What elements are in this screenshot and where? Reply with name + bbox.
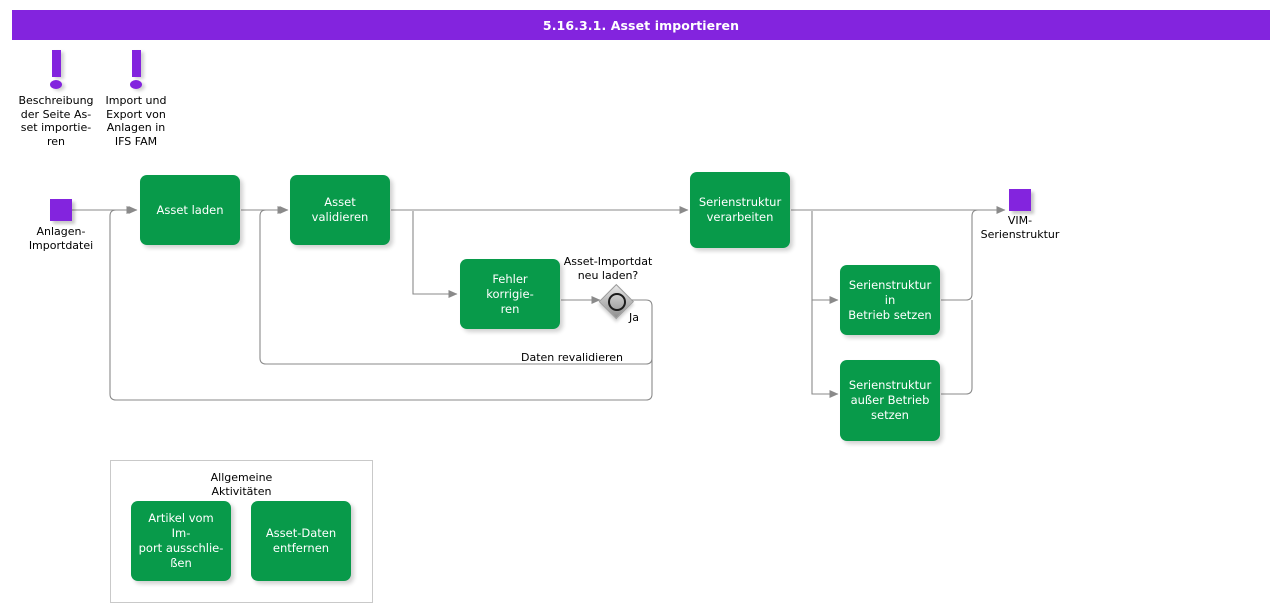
- data-object-vim-serienstruktur-label: VIM- Serienstruktur: [980, 214, 1060, 241]
- task-label: Asset laden: [156, 202, 224, 217]
- task-serienstruktur-ausser-betrieb[interactable]: Serienstruktur außer Betrieb setzen: [840, 360, 940, 441]
- data-object-vim-serienstruktur[interactable]: [1009, 189, 1031, 211]
- task-label: Serienstruktur verarbeiten: [698, 195, 782, 224]
- annotation-beschreibung-label: Beschreibung der Seite As- set importie-…: [18, 94, 94, 148]
- exclamation-icon-dot: [50, 80, 62, 89]
- annotation-import-export-label: Import und Export von Anlagen in IFS FAM: [105, 94, 167, 148]
- task-artikel-vom-import-ausschliessen[interactable]: Artikel vom Im- port ausschlie- ßen: [131, 501, 231, 581]
- task-label: Asset-Daten entfernen: [265, 526, 337, 555]
- task-label: Asset validieren: [311, 195, 369, 224]
- exclamation-icon-bar: [51, 50, 61, 77]
- group-title: Allgemeine Aktivitäten: [210, 471, 273, 498]
- page-title: 5.16.3.1. Asset importieren: [12, 10, 1270, 40]
- annotation-beschreibung[interactable]: [47, 50, 65, 89]
- annotation-import-export[interactable]: [127, 50, 145, 89]
- edge-label-daten-revalidieren: Daten revalidieren: [521, 351, 623, 364]
- task-serienstruktur-verarbeiten[interactable]: Serienstruktur verarbeiten: [690, 172, 790, 248]
- exclamation-icon-dot: [130, 80, 142, 89]
- task-asset-daten-entfernen[interactable]: Asset-Daten entfernen: [251, 501, 351, 581]
- data-object-anlagen-importdatei-label: Anlagen- Importdatei: [28, 225, 94, 252]
- task-fehler-korrigieren[interactable]: Fehler korrigie- ren: [460, 259, 560, 329]
- task-serienstruktur-in-betrieb[interactable]: Serienstruktur in Betrieb setzen: [840, 265, 940, 335]
- group-allgemeine-aktivitaeten: Allgemeine Aktivitäten Artikel vom Im- p…: [110, 460, 373, 603]
- exclamation-icon-bar: [131, 50, 141, 77]
- gateway-asset-importdatei-neu-laden[interactable]: [598, 283, 634, 319]
- task-asset-laden[interactable]: Asset laden: [140, 175, 240, 245]
- data-object-anlagen-importdatei[interactable]: [50, 199, 72, 221]
- task-label: Fehler korrigie- ren: [486, 271, 534, 316]
- task-label: Serienstruktur außer Betrieb setzen: [848, 378, 932, 422]
- edge-label-ja: Ja: [629, 311, 639, 324]
- gateway-event-circle-icon: [608, 293, 626, 311]
- task-label: Serienstruktur in Betrieb setzen: [848, 277, 932, 322]
- task-asset-validieren[interactable]: Asset validieren: [290, 175, 390, 245]
- gateway-label: Asset-Importdat neu laden?: [563, 255, 653, 282]
- task-label: Artikel vom Im- port ausschlie- ßen: [138, 511, 224, 570]
